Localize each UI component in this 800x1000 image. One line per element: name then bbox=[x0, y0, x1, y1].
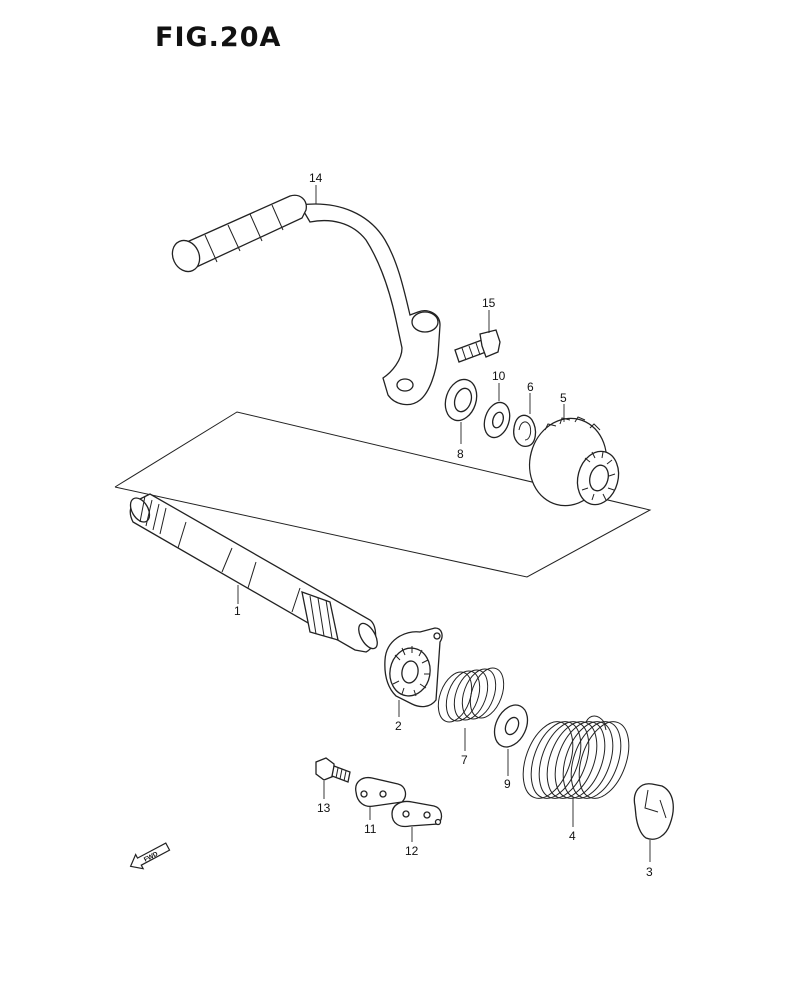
part-4-return-spring[interactable] bbox=[514, 715, 639, 805]
fwd-arrow-icon: FWD bbox=[129, 842, 171, 870]
part-6-circlip[interactable] bbox=[513, 414, 537, 447]
part-11-plate[interactable] bbox=[355, 776, 407, 808]
callout-14: 14 bbox=[309, 171, 323, 185]
callout-9: 9 bbox=[504, 777, 511, 791]
callout-8: 8 bbox=[457, 447, 464, 461]
callout-13: 13 bbox=[317, 801, 331, 815]
callout-10: 10 bbox=[492, 369, 506, 383]
callout-4: 4 bbox=[569, 829, 576, 843]
part-9-washer[interactable] bbox=[488, 700, 534, 753]
part-1-kick-shaft[interactable] bbox=[127, 493, 381, 653]
part-10-washer[interactable] bbox=[480, 399, 514, 441]
callout-2: 2 bbox=[395, 719, 402, 733]
part-5-kick-gear[interactable] bbox=[520, 410, 624, 515]
callout-15: 15 bbox=[482, 296, 496, 310]
assembly-outline bbox=[114, 411, 652, 578]
part-14-kick-lever[interactable] bbox=[167, 194, 441, 406]
callout-3: 3 bbox=[646, 865, 653, 879]
part-8-oil-seal[interactable] bbox=[440, 375, 482, 424]
part-12-plate[interactable] bbox=[391, 800, 443, 828]
part-2-ratchet[interactable] bbox=[384, 627, 443, 708]
part-7-spring[interactable] bbox=[432, 663, 510, 726]
callout-5: 5 bbox=[560, 391, 567, 405]
part-3-spring-guide[interactable] bbox=[633, 783, 674, 840]
part-15-bolt[interactable] bbox=[454, 329, 501, 363]
callout-6: 6 bbox=[527, 380, 534, 394]
callout-12: 12 bbox=[405, 844, 419, 858]
callout-11: 11 bbox=[364, 822, 377, 836]
figure-title: FIG.20A bbox=[155, 22, 282, 53]
part-13-bolt[interactable] bbox=[315, 757, 351, 783]
callout-7: 7 bbox=[461, 753, 468, 767]
callout-1: 1 bbox=[234, 604, 241, 618]
